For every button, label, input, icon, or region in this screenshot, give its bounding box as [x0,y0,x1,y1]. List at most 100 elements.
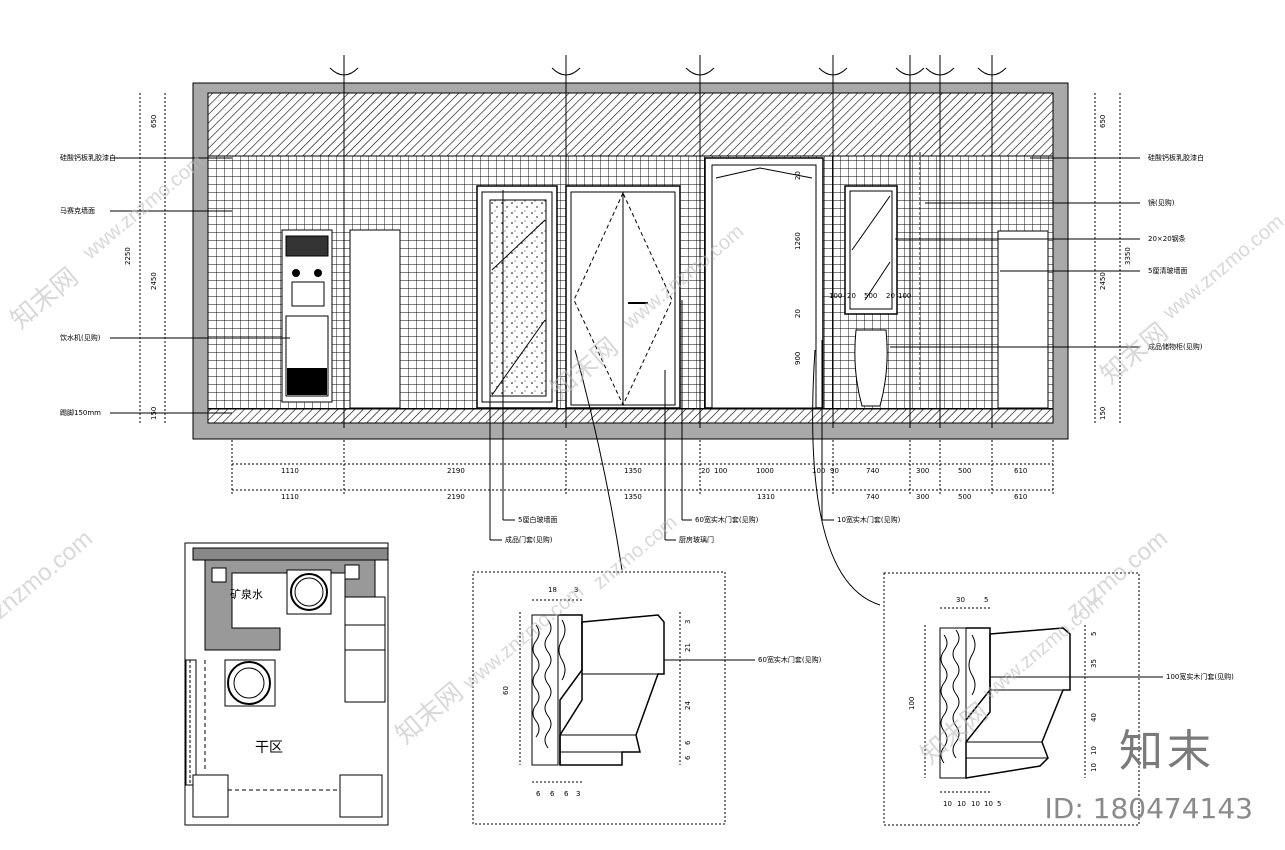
dl-bottom-1: 6 [550,790,555,798]
ceiling-hatch [207,92,1054,157]
bdim1-10: 500 [958,467,971,475]
right-vdim-3: 3350 [1124,247,1132,265]
dr-bottom-0: 10 [943,800,952,808]
inner-dim-1: 20 [794,171,802,180]
dr-right-1: 35 [1090,659,1098,668]
note-right-mirror: 镜(见购) [1148,198,1175,207]
bdim1-7: 90 [830,467,839,475]
bdim1-11: 610 [1014,467,1027,475]
dr-top-1: 5 [984,596,988,604]
note-right-cabinet: 成品储物柜(见购) [1148,342,1203,351]
plan-label-water: 矿泉水 [230,587,263,601]
note-right-glass: 5厘清玻墙面 [1148,266,1187,275]
note-right-steel: 20×20钢条 [1148,234,1186,243]
bdim1-1: 2190 [447,467,465,475]
left-vdim-2: 2250 [124,247,132,265]
mirror-dim-1: 100 [829,292,842,300]
mirror-dim-5: 100 [898,292,911,300]
note-left-dispenser: 饮水机(见购) [60,333,101,342]
note-left-skirting: 踢脚150mm [60,408,101,417]
bdim1-4: 100 [714,467,727,475]
bdim1-2: 1350 [624,467,642,475]
bdim2-1: 2190 [447,493,465,501]
dl-right-2: 24 [684,701,692,710]
storage-panel-left [349,229,401,409]
watermark-logo-1: 知末网 [5,261,84,334]
left-vdim-4: 150 [150,407,158,420]
dr-top-0: 30 [956,596,965,604]
brand-logo: 知末 [1119,726,1215,777]
dl-right-0: 3 [684,620,692,624]
leader-kitchen-door: 厨房玻璃门 [679,535,714,544]
bdim2-6: 500 [958,493,971,501]
detail-left-label: 60宽实木门套(见购) [758,655,822,664]
leader-white-glass: 5厘白玻墙面 [518,515,557,524]
mirror [844,185,898,315]
vase [854,329,888,407]
dr-bottom-3: 10 [984,800,993,808]
bdim1-5: 1000 [756,467,774,475]
dl-bottom-3: 3 [576,790,580,798]
bdim2-4: 740 [866,493,879,501]
dl-top-1: 3 [574,586,578,594]
leader-60-frame: 60宽实木门套(见购) [695,515,759,524]
dr-bottom-1: 10 [957,800,966,808]
dl-right-4: 6 [684,755,692,760]
note-left-ceiling: 硅酸钙板乳胶漆白 [60,153,116,162]
bdim2-5: 300 [916,493,929,501]
storage-cabinet-right [997,230,1049,409]
watermark-logo-3: 知末网 [1095,316,1174,389]
watermark-site-2: znzmo.com [0,525,98,625]
inner-dim-2: 1260 [794,232,802,250]
inner-dim-3: 20 [794,309,802,318]
dr-bottom-2: 10 [971,800,980,808]
left-vertical-dim-lines [139,93,166,423]
bottom-dim-lines [231,440,1054,495]
right-vdim-4: 150 [1099,407,1107,420]
bdim2-3: 1310 [757,493,775,501]
detail-60-frame: 60宽实木门套(见购) 18 3 3 21 24 6 6 60 6 6 6 3 [472,571,822,825]
dr-bottom-4: 5 [997,800,1001,808]
mirror-dim-2: 20 [847,292,856,300]
bottom-leaders [489,190,881,606]
dl-bottom-2: 6 [564,790,569,798]
note-right-ceiling: 硅酸钙板乳胶漆白 [1148,153,1204,162]
water-dispenser [281,229,333,403]
inner-dim-4: 900 [794,352,802,365]
bdim1-0: 1110 [281,467,299,475]
leader-10-frame: 10宽实木门套(见购) [837,515,901,524]
dl-top-0: 18 [548,586,557,594]
dl-bottom-0: 6 [536,790,541,798]
right-vertical-dim-lines [1094,93,1121,423]
bdim1-9: 300 [916,467,929,475]
right-leaders [890,157,1140,348]
glass-door [476,185,558,409]
elevation-view: 硅酸钙板乳胶漆白 马赛克墙面 饮水机(见购) 踢脚150mm 硅酸钙板乳胶漆白 … [60,55,1204,606]
bdim2-0: 1110 [281,493,299,501]
bdim2-7: 610 [1014,493,1027,501]
leader-door-frame: 成品门套(见购) [505,535,553,544]
doorway [704,157,824,409]
left-vdim-1: 650 [150,115,158,128]
mirror-dim-4: 20 [886,292,895,300]
watermark-site-1: www.znzmo.com [78,151,208,265]
plan-label-area: 干区 [255,740,283,756]
bdim1-3: 20 [701,467,710,475]
right-vdim-2: 2450 [1099,272,1107,290]
mirror-dim-3: 500 [864,292,877,300]
dr-right-0: 5 [1090,632,1098,636]
bdim2-2: 1350 [624,493,642,501]
left-vdim-3: 2450 [150,272,158,290]
dl-left-0: 60 [502,686,510,695]
detail-right-label: 100宽实木门套(见购) [1166,672,1234,681]
dr-right-3: 10 [1090,746,1098,755]
bdim1-6: 100 [812,467,825,475]
skirting [207,408,1054,424]
right-vdim-1: 650 [1099,115,1107,128]
watermark-logo-4: 知末网 [390,676,469,749]
dr-left-0: 100 [908,697,916,710]
bdim1-8: 740 [866,467,879,475]
dr-right-4: 10 [1090,763,1098,772]
detail-100-frame: 100宽实木门套(见购) 30 5 5 35 40 10 10 100 10 1… [883,572,1234,826]
floor-plan: 矿泉水 干区 [184,542,389,826]
